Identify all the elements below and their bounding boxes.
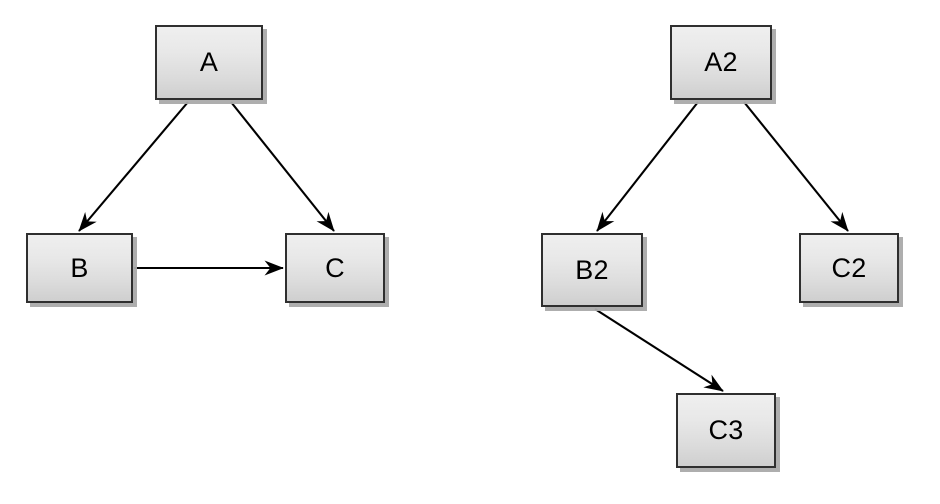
node-c2[interactable]: C2: [799, 233, 899, 303]
edge-a-to-b: [78, 101, 189, 232]
node-a[interactable]: A: [155, 25, 263, 100]
node-label: B: [70, 252, 89, 283]
edge-a-to-c: [230, 101, 335, 232]
node-a2[interactable]: A2: [670, 25, 772, 100]
node-label: A2: [704, 47, 738, 77]
node-label: C3: [708, 415, 744, 445]
edge-b2-to-c3: [594, 308, 724, 392]
node-b2[interactable]: B2: [541, 233, 643, 307]
node-b[interactable]: B: [26, 233, 133, 303]
node-c[interactable]: C: [285, 233, 385, 303]
node-label: A: [199, 47, 219, 77]
node-label: B2: [575, 254, 609, 285]
edge-a2-to-b2: [596, 101, 699, 232]
edge-a2-to-c2: [743, 101, 849, 232]
node-label: C2: [831, 252, 867, 283]
node-label: C: [325, 252, 345, 283]
node-c3[interactable]: C3: [676, 393, 776, 468]
